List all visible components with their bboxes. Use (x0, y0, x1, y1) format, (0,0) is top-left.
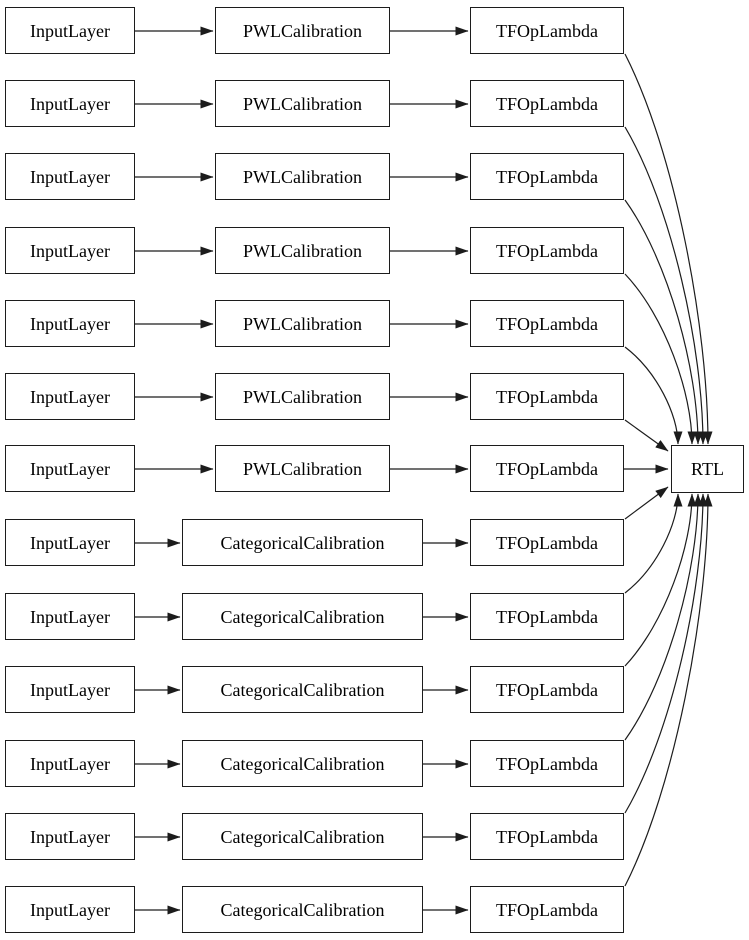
input-layer-node: InputLayer (5, 445, 135, 492)
categorical-calibration-node: CategoricalCalibration (182, 593, 423, 640)
tf-op-lambda-node: TFOpLambda (470, 300, 624, 347)
edge-arrow (624, 199, 703, 445)
edge-arrow (624, 493, 697, 667)
categorical-calibration-node: CategoricalCalibration (182, 813, 423, 860)
input-layer-node: InputLayer (5, 666, 135, 713)
edge-group (135, 26, 713, 915)
edge-arrow (624, 419, 669, 452)
pwl-calibration-node: PWLCalibration (215, 80, 390, 127)
input-layer-node: InputLayer (5, 886, 135, 933)
input-layer-node: InputLayer (5, 519, 135, 566)
input-layer-node: InputLayer (5, 153, 135, 200)
rtl-node: RTL (671, 445, 744, 493)
input-layer-node: InputLayer (5, 7, 135, 54)
categorical-calibration-node: CategoricalCalibration (182, 886, 423, 933)
tf-op-lambda-node: TFOpLambda (470, 740, 624, 787)
edge-arrow (624, 273, 697, 445)
pwl-calibration-node: PWLCalibration (215, 445, 390, 492)
tf-op-lambda-node: TFOpLambda (470, 813, 624, 860)
edge-arrow (624, 486, 669, 520)
pwl-calibration-node: PWLCalibration (215, 227, 390, 274)
edge-arrow (624, 493, 703, 741)
tf-op-lambda-node: TFOpLambda (470, 886, 624, 933)
pwl-calibration-node: PWLCalibration (215, 7, 390, 54)
tf-op-lambda-node: TFOpLambda (470, 373, 624, 420)
tf-op-lambda-node: TFOpLambda (470, 519, 624, 566)
input-layer-node: InputLayer (5, 80, 135, 127)
tf-op-lambda-node: TFOpLambda (470, 7, 624, 54)
input-layer-node: InputLayer (5, 740, 135, 787)
edge-arrow (624, 493, 683, 594)
edge-arrow (624, 346, 683, 445)
categorical-calibration-node: CategoricalCalibration (182, 666, 423, 713)
input-layer-node: InputLayer (5, 300, 135, 347)
tf-op-lambda-node: TFOpLambda (470, 227, 624, 274)
tf-op-lambda-node: TFOpLambda (470, 80, 624, 127)
pwl-calibration-node: PWLCalibration (215, 300, 390, 347)
tf-op-lambda-node: TFOpLambda (470, 153, 624, 200)
edge-arrow (624, 493, 708, 814)
tf-op-lambda-node: TFOpLambda (470, 666, 624, 713)
pwl-calibration-node: PWLCalibration (215, 373, 390, 420)
input-layer-node: InputLayer (5, 227, 135, 274)
edge-arrow (624, 126, 708, 445)
tf-op-lambda-node: TFOpLambda (470, 445, 624, 492)
input-layer-node: InputLayer (5, 373, 135, 420)
categorical-calibration-node: CategoricalCalibration (182, 519, 423, 566)
categorical-calibration-node: CategoricalCalibration (182, 740, 423, 787)
pwl-calibration-node: PWLCalibration (215, 153, 390, 200)
input-layer-node: InputLayer (5, 593, 135, 640)
tf-op-lambda-node: TFOpLambda (470, 593, 624, 640)
edge-arrow (624, 53, 713, 445)
input-layer-node: InputLayer (5, 813, 135, 860)
edge-arrow (624, 493, 713, 887)
